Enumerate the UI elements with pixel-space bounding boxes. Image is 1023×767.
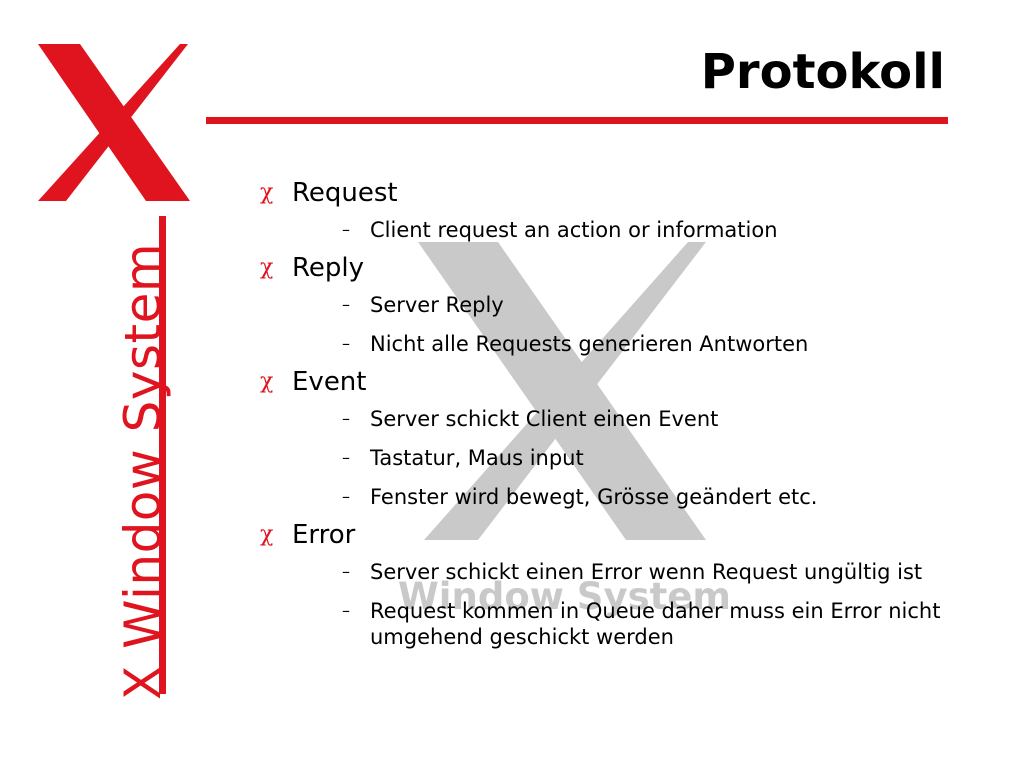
sub-list: – Server schickt Client einen Event – Ta… (292, 406, 978, 510)
list-item: – Request kommen in Queue daher muss ein… (342, 599, 941, 649)
page-title: Protokoll (700, 44, 945, 100)
x-bullet-icon: χ (260, 522, 274, 547)
title-rule (206, 117, 948, 124)
list-item: – Nicht alle Requests generieren Antwort… (342, 332, 809, 356)
section-reply: χ Reply – Server Reply – Nicht alle Requ… (258, 251, 978, 357)
x-logo-icon (38, 44, 190, 201)
list-item: – Client request an action or informatio… (342, 218, 778, 242)
dash-icon: – (342, 334, 350, 353)
section-label: Reply (292, 253, 365, 283)
section-error: χ Error – Server schickt einen Error wen… (258, 518, 978, 650)
x-bullet-icon: χ (260, 369, 274, 394)
x-bullet-icon: χ (260, 255, 274, 280)
list-item: – Server Reply (342, 293, 504, 317)
dash-icon: – (342, 448, 350, 467)
section-request: χ Request – Client request an action or … (258, 176, 978, 243)
dash-icon: – (342, 601, 350, 620)
sub-list: – Server schickt einen Error wenn Reques… (292, 559, 978, 650)
list-item: – Server schickt einen Error wenn Reques… (342, 560, 923, 584)
x-bullet-icon: χ (260, 180, 274, 205)
dash-icon: – (342, 487, 350, 506)
watermark-text: Window System (398, 575, 731, 618)
section-label: Event (292, 367, 367, 397)
dash-icon: – (342, 220, 350, 239)
bullet-list: χ Request – Client request an action or … (258, 176, 978, 650)
sub-list: – Server Reply – Nicht alle Requests gen… (292, 292, 978, 357)
dash-icon: – (342, 295, 350, 314)
list-item: – Server schickt Client einen Event (342, 407, 719, 431)
side-rule (159, 216, 166, 694)
section-label: Request (292, 178, 398, 208)
section-event: χ Event – Server schickt Client einen Ev… (258, 365, 978, 510)
section-label: Error (292, 520, 356, 550)
list-item: – Fenster wird bewegt, Grösse geändert e… (342, 485, 818, 509)
dash-icon: – (342, 562, 350, 581)
list-item: – Tastatur, Maus input (342, 446, 584, 470)
dash-icon: – (342, 409, 350, 428)
sub-list: – Client request an action or informatio… (292, 217, 978, 243)
watermark-x-icon (418, 242, 706, 540)
